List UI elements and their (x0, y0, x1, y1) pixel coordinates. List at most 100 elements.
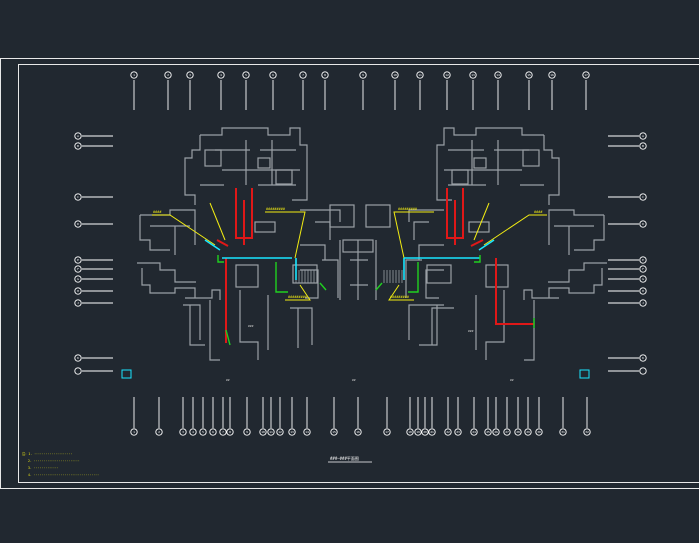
axis-label: 10 (261, 430, 265, 434)
axis-label: G (642, 277, 644, 281)
svg-text:###: ### (468, 329, 474, 333)
axis-label: K (77, 356, 79, 360)
axis-label: J (642, 301, 644, 305)
bottom-axis-bubble: 13 (288, 397, 296, 436)
left-axis-bubble: F (74, 265, 113, 273)
svg-text:###: ### (248, 324, 254, 328)
right-axis-bubble: C (608, 193, 647, 201)
bottom-axis-bubble: 1 (130, 397, 138, 436)
axis-label: 15 (527, 73, 531, 77)
bottom-axis-bubble: 15 (330, 397, 338, 436)
bottom-axis-bubble: 5 (199, 397, 207, 436)
axis-label: 29 (526, 430, 530, 434)
axis-label: 32 (585, 430, 589, 434)
axis-label: 13 (290, 430, 294, 434)
axis-label: 7 (302, 73, 304, 77)
axis-label: 6 (212, 430, 214, 434)
left-axis-bubble: C (74, 193, 113, 201)
right-axis-bubble: K (608, 354, 647, 362)
left-axis-bubble: A (74, 132, 113, 140)
svg-text:#########: ######### (266, 207, 286, 211)
sheet-outer-frame (0, 58, 699, 489)
svg-text:####: #### (153, 210, 162, 214)
bottom-axis-bubble: 6 (209, 397, 217, 436)
axis-label: 5 (245, 73, 247, 77)
axis-label: 22 (446, 430, 450, 434)
pipe-green (217, 255, 535, 346)
axis-label: E (642, 258, 644, 262)
axis-label: 1 (133, 73, 135, 77)
axis-label: 20 (423, 430, 427, 434)
right-axis-bubble: D (608, 220, 647, 228)
right-axis-bubble: F (608, 265, 647, 273)
axis-label: 7 (222, 430, 224, 434)
right-axis-bubble (608, 367, 647, 375)
bottom-axis-bubble: 17 (383, 397, 391, 436)
top-axis-bubble: 11 (416, 71, 424, 110)
axis-label: 4 (220, 73, 222, 77)
axis-label: 2 (158, 430, 160, 434)
axis-label: 14 (496, 73, 500, 77)
annotation-leaders (152, 202, 547, 301)
top-axis-bubble: 12 (443, 71, 451, 110)
bottom-axis-bubble: 19 (414, 397, 422, 436)
top-axis-bubble: 4 (217, 71, 225, 110)
right-axis-bubble: A (608, 132, 647, 140)
svg-text:##: ## (352, 378, 356, 382)
left-axis-bubble: H (74, 287, 113, 295)
axis-label: 28 (516, 430, 520, 434)
axis-label: 5 (202, 430, 204, 434)
bottom-axis-bubble: 25 (484, 397, 492, 436)
svg-text:#########: ######### (398, 207, 418, 211)
axis-label: 30 (537, 430, 541, 434)
bottom-axis-bubble: 11 (267, 397, 275, 436)
bottom-axis-bubble: 12 (276, 397, 284, 436)
axis-label: 9 (362, 73, 364, 77)
top-axis-bubble: 13 (469, 71, 477, 110)
bottom-axis-bubble: 20 (421, 397, 429, 436)
top-axis-bubble: 2 (164, 71, 172, 110)
left-axis-bubble: J (74, 299, 113, 307)
axis-label: 26 (494, 430, 498, 434)
axis-label: B (77, 144, 79, 148)
drawing-title-block: ###—###平面图 (328, 455, 372, 463)
axis-label: 1 (133, 430, 135, 434)
bottom-axis-bubble: 29 (524, 397, 532, 436)
bottom-axis-bubble: 8 (226, 397, 234, 436)
plan-small-labels: ## ## ## ### ### (226, 324, 514, 382)
note-line-4: 4. ·································· (28, 473, 99, 477)
bottom-axis-bubble: 28 (514, 397, 522, 436)
axis-label: 27 (505, 430, 509, 434)
right-axis-grid: AB C D EFG H J K (608, 132, 647, 375)
top-axis-bubble: 17 (582, 71, 590, 110)
axis-label: 10 (393, 73, 397, 77)
bottom-axis-bubble: 3 (179, 397, 187, 436)
svg-text:####: #### (534, 210, 543, 214)
axis-label: 2 (167, 73, 169, 77)
axis-label: 16 (356, 430, 360, 434)
axis-label: 24 (472, 430, 476, 434)
axis-label: 9 (246, 430, 248, 434)
axis-label: 17 (584, 73, 588, 77)
axis-label: K (642, 356, 644, 360)
axis-label: 11 (269, 430, 273, 434)
top-axis-bubble: 5 (242, 71, 250, 110)
axis-label: 8 (324, 73, 326, 77)
bottom-axis-bubble: 14 (303, 397, 311, 436)
left-unit-floor-plan (137, 127, 341, 361)
axis-label: 12 (278, 430, 282, 434)
axis-label: 8 (229, 430, 231, 434)
top-axis-bubble: 10 (391, 71, 399, 110)
axis-label: H (642, 289, 644, 293)
bottom-axis-bubble: 2 (155, 397, 163, 436)
axis-label: 18 (408, 430, 412, 434)
top-axis-bubble: 6 (269, 71, 277, 110)
bottom-axis-bubble: 24 (470, 397, 478, 436)
axis-label: B (642, 144, 644, 148)
svg-text:#########: ######### (390, 295, 410, 299)
axis-label: 3 (182, 430, 184, 434)
bottom-axis-bubble: 16 (354, 397, 362, 436)
left-axis-bubble (74, 367, 113, 375)
bottom-axis-bubble: 23 (454, 397, 462, 436)
pipe-red (216, 188, 534, 343)
